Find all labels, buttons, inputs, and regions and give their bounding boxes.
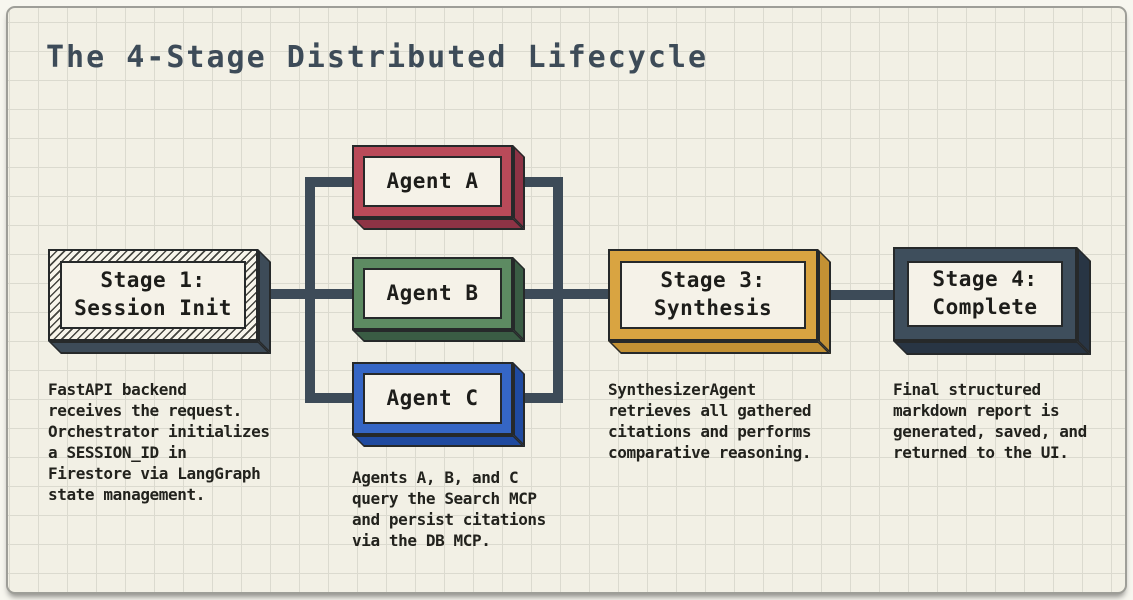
agent-b-label: Agent B — [386, 280, 479, 305]
connector-stage3-to-stage4 — [814, 290, 896, 300]
agent-c-label: Agent C — [386, 385, 479, 410]
stage1-description: FastAPI backend receives the request. Or… — [48, 380, 270, 504]
agent-c-box-depth-bottom — [352, 435, 525, 447]
stage1-box-depth-right — [258, 249, 271, 354]
stage4-label: Stage 4: Complete — [932, 267, 1038, 319]
agent-a-label: Agent A — [386, 168, 479, 193]
agent-b-box: Agent B — [352, 257, 525, 342]
stage4-box-frame: Stage 4: Complete — [893, 247, 1077, 341]
stage1-box-depth-bottom — [48, 341, 271, 354]
stage3-box: Stage 3: Synthesis — [608, 249, 831, 354]
stage4-box-panel: Stage 4: Complete — [907, 261, 1063, 327]
stage1-box-panel: Stage 1: Session Init — [60, 261, 246, 329]
stage3-box-depth-right — [818, 249, 831, 354]
connector-agent-a-right — [509, 177, 563, 187]
agent-a-box-depth-right — [513, 145, 525, 230]
stage4-box-depth-right — [1077, 247, 1091, 355]
stage4-box: Stage 4: Complete — [893, 247, 1091, 355]
connector-agent-c-right — [509, 393, 563, 403]
agent-b-box-panel: Agent B — [363, 268, 502, 319]
stage3-box-depth-bottom — [608, 341, 831, 354]
diagram-title: The 4-Stage Distributed Lifecycle — [46, 40, 709, 75]
stage3-label: Stage 3: Synthesis — [653, 268, 773, 320]
connector-right-bus — [553, 177, 563, 403]
agent-c-box: Agent C — [352, 362, 525, 447]
agent-a-box-panel: Agent A — [363, 156, 502, 207]
agent-c-box-depth-right — [513, 362, 525, 447]
agent-a-box: Agent A — [352, 145, 525, 230]
agent-a-box-frame: Agent A — [352, 145, 513, 218]
agents-description: Agents A, B, and C query the Search MCP … — [352, 468, 546, 550]
agent-a-box-depth-bottom — [352, 218, 525, 230]
connector-agent-c-left — [305, 393, 355, 403]
stage4-box-depth-bottom — [893, 341, 1091, 355]
stage1-box-frame: Stage 1: Session Init — [48, 249, 258, 341]
agent-c-box-panel: Agent C — [363, 373, 502, 424]
stage3-box-panel: Stage 3: Synthesis — [620, 261, 806, 329]
agent-b-box-depth-right — [513, 257, 525, 342]
agent-b-box-depth-bottom — [352, 330, 525, 342]
stage3-box-frame: Stage 3: Synthesis — [608, 249, 818, 341]
stage4-description: Final structured markdown report is gene… — [893, 380, 1087, 462]
stage1-label: Stage 1: Session Init — [74, 268, 232, 320]
stage3-description: SynthesizerAgent retrieves all gathered … — [608, 380, 812, 462]
connector-left-bus — [305, 177, 315, 403]
stage1-box: Stage 1: Session Init — [48, 249, 271, 354]
connector-agent-a-left — [305, 177, 355, 187]
agent-c-box-frame: Agent C — [352, 362, 513, 435]
agent-b-box-frame: Agent B — [352, 257, 513, 330]
